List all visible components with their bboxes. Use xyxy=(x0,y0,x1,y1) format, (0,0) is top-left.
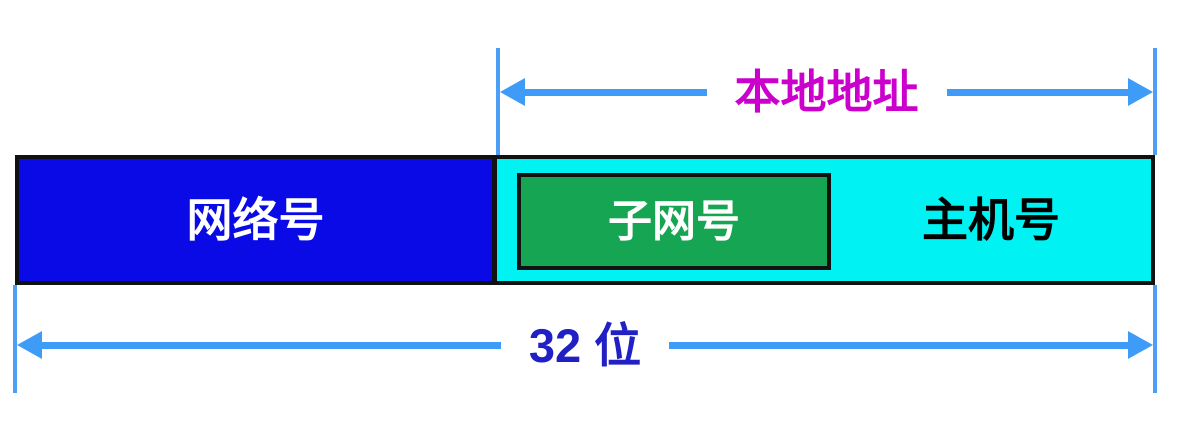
network-segment: 网络号 xyxy=(19,159,497,281)
host-segment: 主机号 xyxy=(831,197,1151,243)
local-address-right-tick xyxy=(1153,48,1157,155)
host-label: 主机号 xyxy=(922,194,1060,246)
arrow-left-icon xyxy=(17,331,42,359)
arrow-shaft xyxy=(525,88,707,96)
network-label: 网络号 xyxy=(186,194,325,246)
address-bar: 网络号 子网号 主机号 xyxy=(15,155,1155,285)
bits-arrow-row: 32 位 xyxy=(17,322,1153,369)
local-part-segment: 子网号 主机号 xyxy=(497,159,1151,281)
local-address-label: 本地地址 xyxy=(734,66,919,118)
subnet-label: 子网号 xyxy=(608,196,740,246)
arrow-left-icon xyxy=(500,78,525,106)
bits-label: 32 位 xyxy=(528,318,642,372)
arrow-shaft xyxy=(42,341,501,349)
arrow-right-icon xyxy=(1128,331,1153,359)
bits-left-tick xyxy=(13,285,17,393)
local-address-arrow-row: 本地地址 xyxy=(500,69,1153,115)
local-address-left-tick xyxy=(496,48,500,155)
arrow-shaft xyxy=(946,88,1128,96)
arrow-shaft xyxy=(669,341,1128,349)
local-address-annotation: 本地地址 xyxy=(496,48,1157,155)
arrow-right-icon xyxy=(1128,78,1153,106)
bits-right-tick xyxy=(1153,285,1157,393)
subnet-box: 子网号 xyxy=(517,173,831,270)
total-bits-annotation: 32 位 xyxy=(13,285,1157,393)
